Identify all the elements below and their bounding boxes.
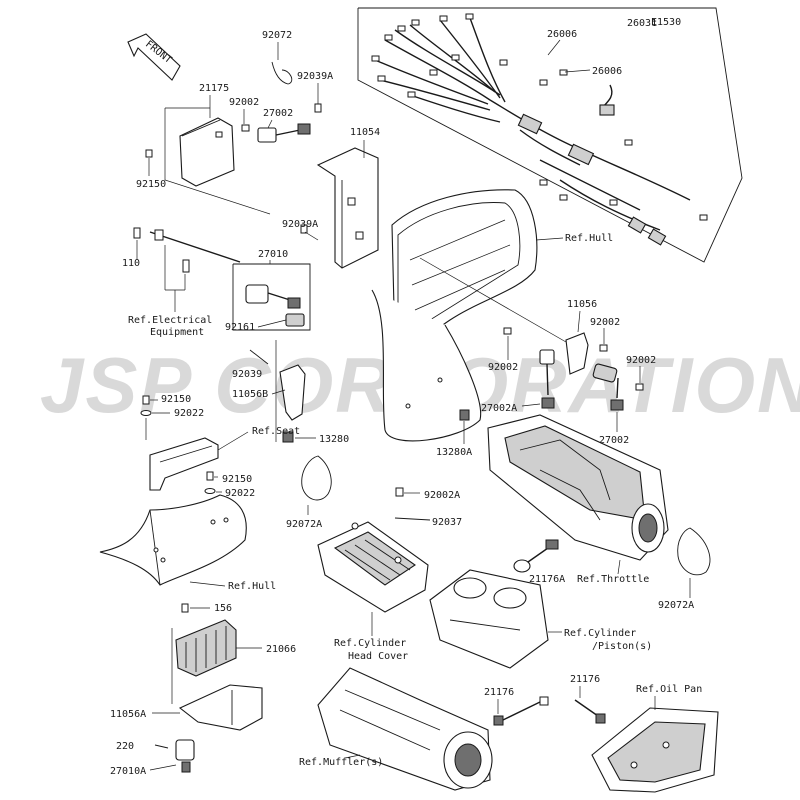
front-arrow-icon: FRONT (127, 33, 181, 81)
regulator-21066 (175, 619, 237, 677)
label-92150-a: 92150 (161, 394, 191, 405)
ref-cylinder-2[interactable]: /Piston(s) (592, 641, 652, 652)
ref-electrical-line1[interactable]: Ref.Electrical (128, 315, 212, 326)
label-92037: 92037 (432, 517, 462, 528)
oil-pan (591, 707, 719, 793)
harness-connectors (371, 13, 708, 221)
ref-cylinder-head-2[interactable]: Head Cover (348, 651, 408, 662)
ref-electrical-line2[interactable]: Equipment (150, 327, 204, 338)
label-92022-b: 92022 (225, 488, 255, 499)
sensor-21176-b (574, 699, 606, 724)
ref-muffler[interactable]: Ref.Muffler(s) (299, 757, 383, 768)
ref-throttle[interactable]: Ref.Throttle (577, 574, 649, 585)
label-92022-a: 92022 (174, 408, 204, 419)
ref-cylinder-1[interactable]: Ref.Cylinder (564, 628, 636, 639)
label-27002-right: 27002 (599, 435, 629, 446)
label-92002-r1: 92002 (590, 317, 620, 328)
ecu-21175 (179, 117, 235, 187)
label-21176-a: 21176 (484, 687, 514, 698)
label-21175: 21175 (199, 83, 229, 94)
label-26006-a: 26006 (547, 29, 577, 40)
label-21176A: 21176A (529, 574, 565, 585)
label-21066: 21066 (266, 644, 296, 655)
label-11056: 11056 (567, 299, 597, 310)
label-27002A: 27002A (481, 403, 517, 414)
label-13280A: 13280A (436, 447, 472, 458)
label-92072A-right: 92072A (658, 600, 694, 611)
figure-code: E1530 (651, 17, 681, 28)
label-27002-top: 27002 (263, 108, 293, 119)
label-92002-r3: 92002 (626, 355, 656, 366)
ref-oil-pan[interactable]: Ref.Oil Pan (636, 684, 702, 695)
cylinder-block (429, 569, 549, 669)
ref-cylinder-head-1[interactable]: Ref.Cylinder (334, 638, 406, 649)
label-220: 220 (116, 741, 134, 752)
intake-manifold (487, 414, 669, 561)
label-26006-b: 26006 (592, 66, 622, 77)
label-27010: 27010 (258, 249, 288, 260)
label-92039A-mid: 92039A (282, 219, 318, 230)
hull-section-top (371, 189, 538, 442)
label-92002A: 92002A (424, 490, 460, 501)
hull-section-lower (99, 494, 247, 586)
label-92150-left: 92150 (136, 179, 166, 190)
sensor-21176A (513, 539, 559, 573)
label-92002-r2: 92002 (488, 362, 518, 373)
label-156: 156 (214, 603, 232, 614)
label-92039: 92039 (232, 369, 262, 380)
ref-seat[interactable]: Ref.Seat (252, 426, 300, 437)
label-11056A: 11056A (110, 709, 146, 720)
label-13280: 13280 (319, 434, 349, 445)
sensor-21176-a (493, 696, 549, 726)
sensor-27002-right (592, 363, 624, 411)
ground-lead (149, 229, 241, 273)
seat-bracket (149, 437, 219, 491)
bracket-11056A (178, 684, 263, 731)
muffler (317, 667, 493, 791)
label-26031: 26031 (627, 18, 657, 29)
label-21176-b: 21176 (570, 674, 600, 685)
relay-27010A (175, 739, 195, 773)
label-92072A-left: 92072A (286, 519, 322, 530)
label-92150-b: 92150 (222, 474, 252, 485)
label-92161: 92161 (225, 322, 255, 333)
label-27010A: 27010A (110, 766, 146, 777)
cylinder-head-cover (317, 521, 429, 613)
label-110: 110 (122, 258, 140, 269)
bracket-11054 (316, 147, 379, 269)
sensor-27002-top (257, 123, 311, 143)
sensor-27002A (539, 349, 555, 409)
ref-hull-top[interactable]: Ref.Hull (565, 233, 613, 244)
label-92072: 92072 (262, 30, 292, 41)
bracket-11056B (279, 364, 306, 421)
label-92002-top: 92002 (229, 97, 259, 108)
label-11056B: 11056B (232, 389, 268, 400)
relay-27010 (232, 263, 311, 331)
main-harness-26031 (357, 7, 743, 263)
label-11054: 11054 (350, 127, 380, 138)
band-92072 (271, 61, 293, 85)
bracket-11056 (565, 332, 589, 375)
label-92039A-top: 92039A (297, 71, 333, 82)
ref-hull-lower[interactable]: Ref.Hull (228, 581, 276, 592)
